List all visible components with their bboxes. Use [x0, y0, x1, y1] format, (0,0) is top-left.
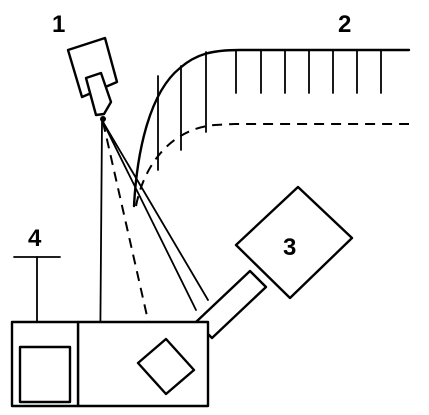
curved-plate — [132, 48, 411, 208]
side-module — [10, 256, 80, 408]
detector-unit — [194, 185, 354, 340]
housing — [76, 320, 210, 408]
label-3: 3 — [283, 234, 296, 261]
label-4: 4 — [28, 225, 42, 252]
label-2: 2 — [338, 11, 351, 38]
source-head — [66, 36, 119, 122]
label-1: 1 — [52, 11, 65, 38]
plate-hatching — [157, 49, 382, 171]
